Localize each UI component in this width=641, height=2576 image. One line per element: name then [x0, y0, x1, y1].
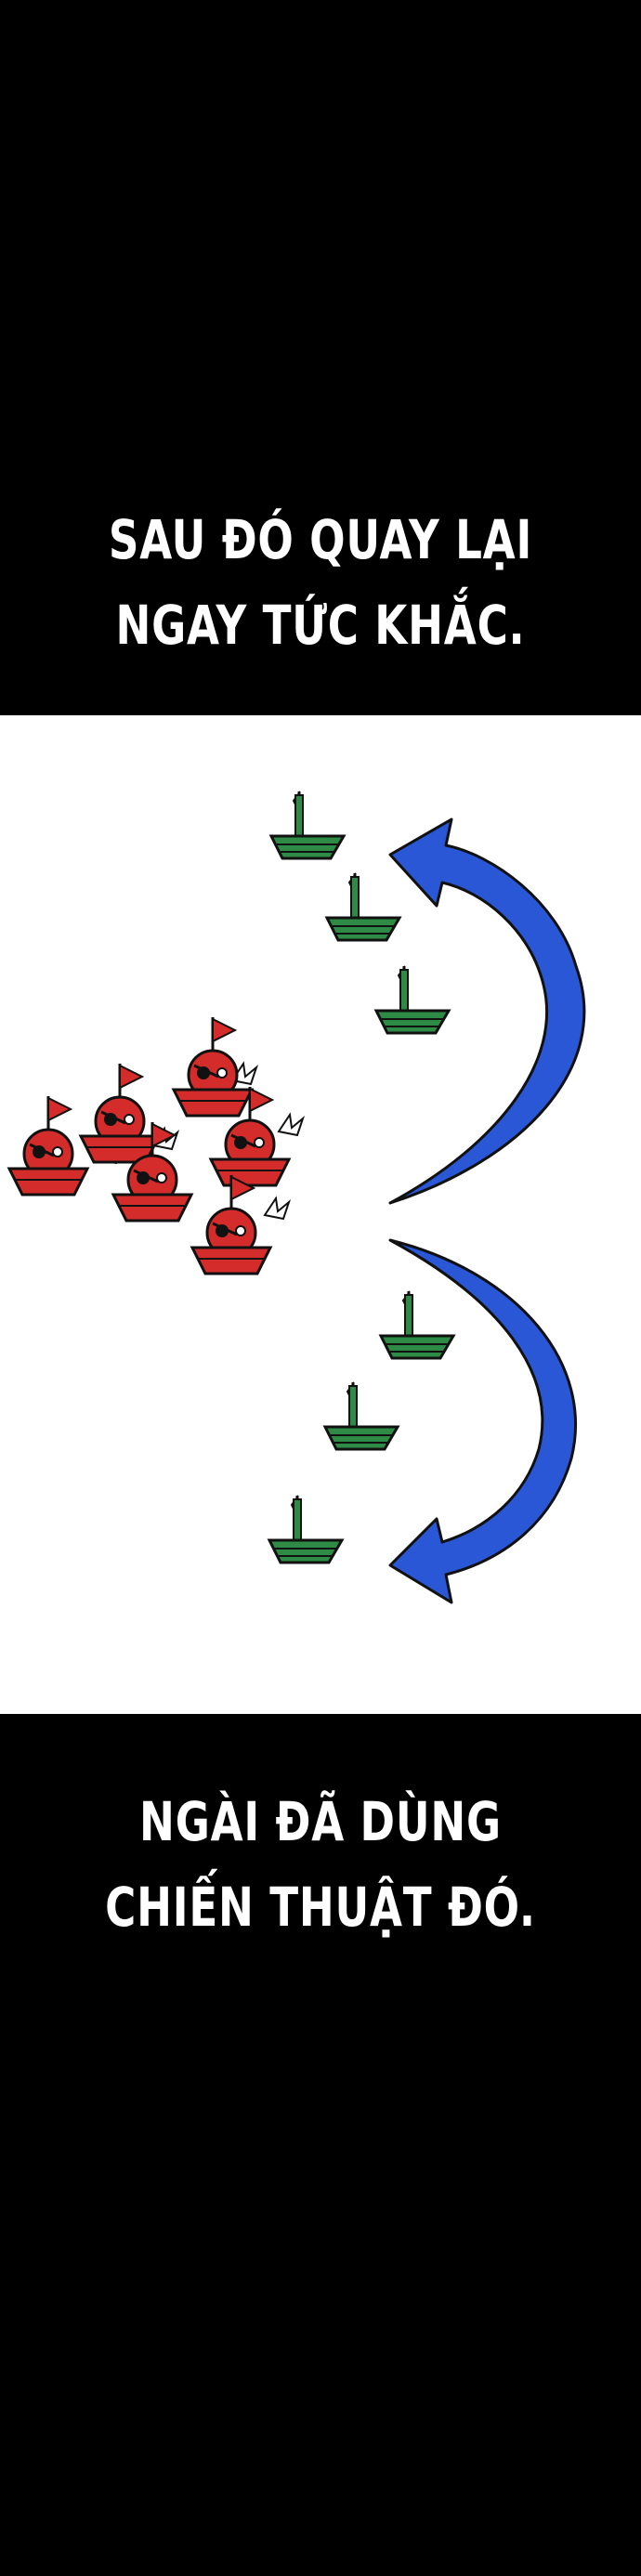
tactic-diagram-panel [0, 715, 641, 1714]
ally-ship-icon [325, 871, 401, 942]
bottom-caption: NGÀI ĐÃ DÙNG CHIẾN THUẬT ĐÓ. [71, 1779, 570, 1950]
top-caption-line-1: SAU ĐÓ QUAY LẠI [108, 508, 533, 571]
curved-arrow-icon [388, 1238, 577, 1604]
ally-ship-icon [269, 790, 346, 860]
enemy-ship-icon [190, 1173, 272, 1275]
ally-ship-icon [379, 1289, 455, 1360]
top-caption-panel: SAU ĐÓ QUAY LẠI NGAY TỨC KHẮC. [0, 0, 641, 715]
ally-ship-icon [268, 1494, 344, 1564]
enemy-ship-icon [79, 1062, 161, 1164]
enemy-fleet [7, 1015, 304, 1275]
top-caption: SAU ĐÓ QUAY LẠI NGAY TỨC KHẮC. [71, 497, 570, 668]
ally-ship-icon [374, 964, 451, 1035]
bottom-caption-panel: NGÀI ĐÃ DÙNG CHIẾN THUẬT ĐÓ. [0, 1714, 641, 2576]
top-caption-line-2: NGAY TỨC KHẮC. [115, 594, 526, 657]
ally-ship-icon [323, 1380, 399, 1451]
bottom-caption-line-1: NGÀI ĐÃ DÙNG [139, 1790, 502, 1853]
enemy-ship-icon [172, 1015, 254, 1118]
curved-arrow-icon [388, 817, 586, 1205]
enemy-ship-icon [7, 1094, 89, 1196]
tactic-diagram [7, 790, 586, 1604]
bottom-caption-line-2: CHIẾN THUẬT ĐÓ. [105, 1876, 536, 1939]
